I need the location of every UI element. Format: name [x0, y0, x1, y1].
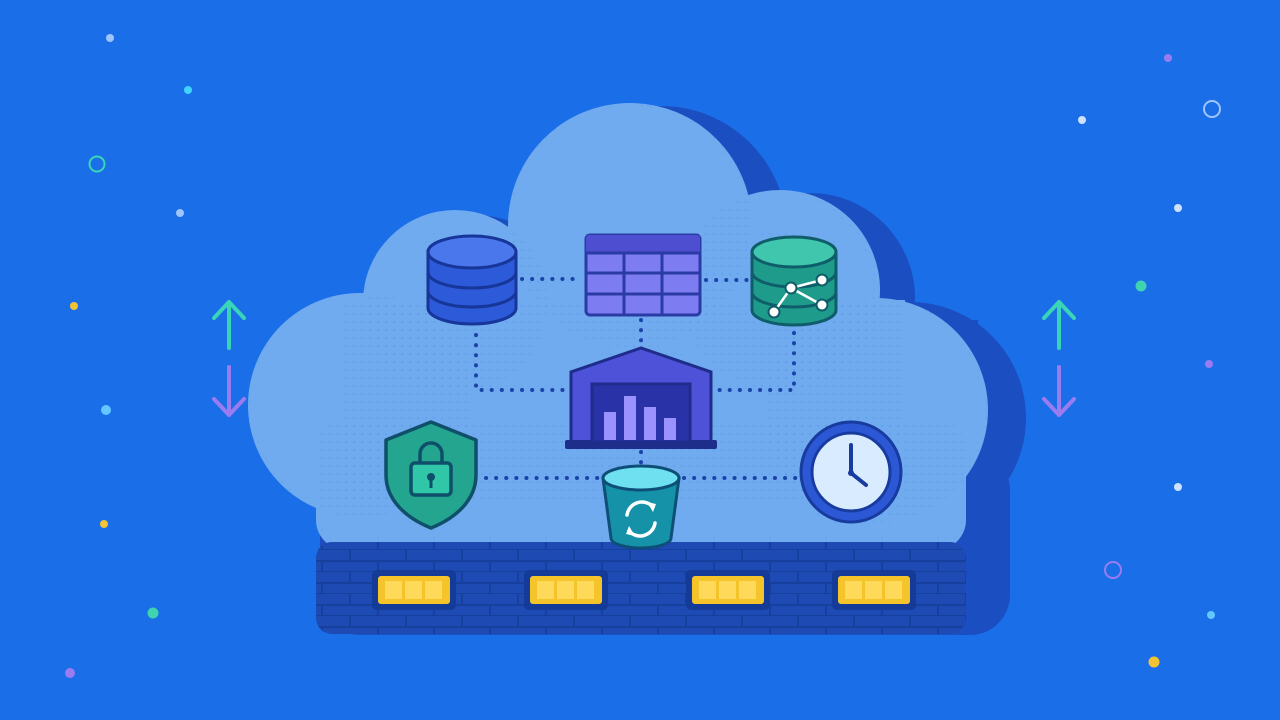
clock-icon	[799, 420, 903, 524]
particle-ring	[88, 155, 106, 173]
down-arrow-icon	[212, 365, 246, 417]
rack-slot	[832, 570, 916, 610]
up-arrow-icon	[212, 300, 246, 350]
table-grid-icon	[584, 233, 702, 317]
server-rack	[316, 542, 966, 634]
particle-dot	[1174, 483, 1182, 491]
particle-ring	[1203, 100, 1221, 118]
rack-base	[316, 542, 966, 634]
background-particles	[65, 34, 1221, 678]
particle-dot	[101, 405, 111, 415]
connector-graph-warehouse	[716, 331, 796, 392]
warehouse-icon	[565, 346, 717, 449]
down-arrow-icon	[1042, 365, 1076, 417]
particle-dot	[65, 668, 75, 678]
particle-dot	[176, 209, 184, 217]
particle-ring	[1104, 561, 1122, 579]
particle-dot	[184, 86, 192, 94]
graph-database-icon	[750, 235, 838, 327]
particle-dot	[1164, 54, 1172, 62]
bar-chart-icon	[604, 396, 676, 440]
particle-dot	[1207, 611, 1215, 619]
particle-dot	[106, 34, 114, 42]
database-icon	[426, 234, 518, 326]
particle-dot	[1174, 204, 1182, 212]
sync-bucket-icon	[601, 464, 681, 550]
particle-dot	[100, 520, 108, 528]
connector-lines	[474, 277, 802, 480]
rack-slot	[372, 570, 456, 610]
right-transfer-arrows	[1042, 300, 1076, 417]
left-transfer-arrows	[212, 300, 246, 417]
particle-dot	[147, 607, 159, 619]
particle-dot	[70, 302, 78, 310]
up-arrow-icon	[1042, 300, 1076, 350]
particle-dot	[1148, 656, 1160, 668]
shield-lock-icon	[384, 420, 478, 530]
particle-dot	[1205, 360, 1213, 368]
particle-dot	[1135, 280, 1147, 292]
connector-db-warehouse	[474, 333, 572, 392]
rack-slot	[686, 570, 770, 610]
particle-dot	[1078, 116, 1086, 124]
rack-slot	[524, 570, 608, 610]
